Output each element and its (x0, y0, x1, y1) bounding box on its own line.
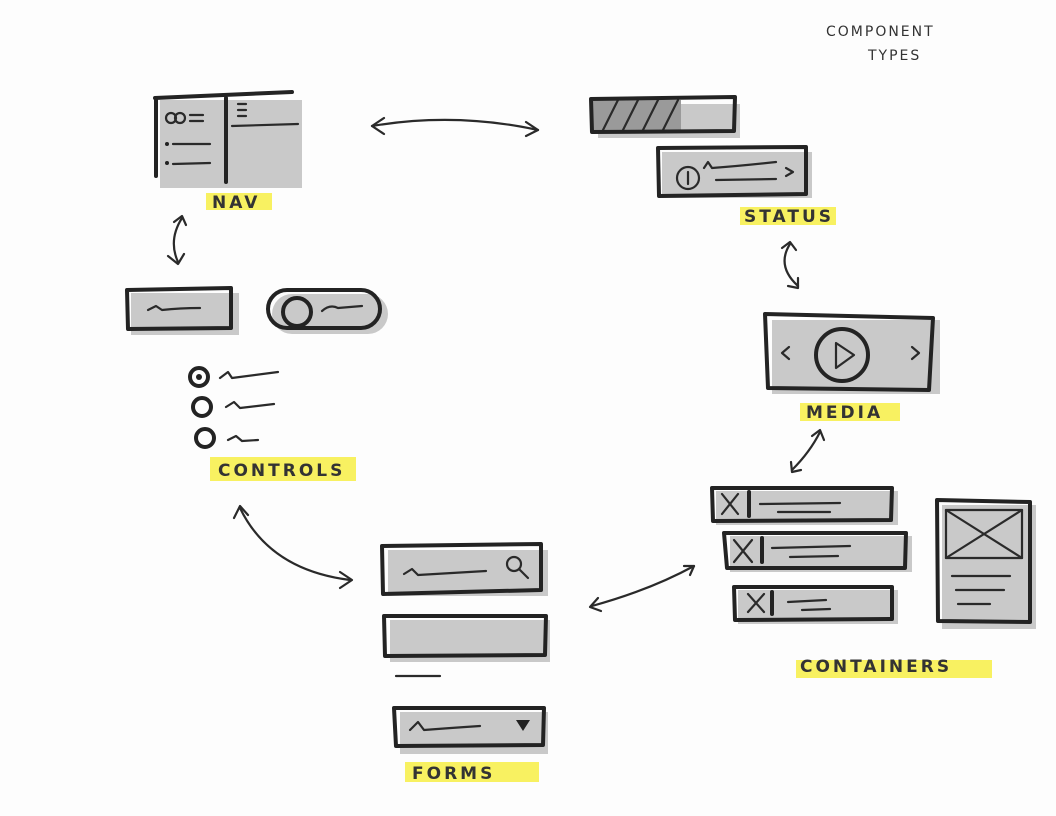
radio-list-sketch (188, 366, 280, 449)
title-line-1: COMPONENT (826, 24, 935, 40)
controls-label: CONTROLS (218, 461, 345, 481)
search-field-sketch (380, 542, 543, 596)
button-sketch (125, 286, 233, 331)
dropdown-sketch (392, 706, 546, 748)
card-sketch (935, 498, 1032, 624)
arrow-status-media (780, 240, 800, 290)
title-line-2: TYPES (867, 48, 921, 64)
status-highlight (740, 207, 836, 225)
controls-highlight (210, 457, 356, 481)
nav-group: NAV (153, 90, 302, 213)
list-row-3-sketch (732, 585, 894, 622)
arrow-controls-forms (232, 504, 354, 590)
arrow-nav-status (370, 116, 540, 138)
forms-label: FORMS (412, 764, 495, 784)
controls-group: CONTROLS (125, 286, 388, 481)
containers-highlight (796, 660, 992, 678)
forms-highlight (405, 762, 539, 782)
text-field-sketch (382, 614, 548, 678)
media-highlight (800, 403, 900, 421)
forms-group: FORMS (380, 542, 550, 784)
media-player-sketch (763, 312, 935, 392)
status-group: STATUS (589, 95, 836, 227)
card-shadow (942, 505, 1036, 629)
nav-sketch (153, 90, 300, 184)
arrow-forms-containers (588, 564, 696, 613)
media-group: MEDIA (763, 312, 940, 423)
toggle-sketch (266, 288, 382, 330)
list-row-1-sketch (710, 486, 894, 523)
status-label: STATUS (744, 207, 834, 227)
nav-label: NAV (212, 193, 260, 213)
progress-bar-sketch (589, 95, 737, 134)
nav-highlight (206, 193, 272, 210)
arrow-nav-controls (166, 214, 188, 266)
connector-arrows (166, 116, 826, 613)
media-label: MEDIA (806, 403, 883, 423)
containers-label: CONTAINERS (800, 657, 952, 677)
containers-group: CONTAINERS (710, 486, 1036, 678)
diagram-title: COMPONENT TYPES (826, 24, 935, 64)
notification-sketch (656, 145, 808, 198)
arrow-media-containers (789, 428, 826, 474)
list-row-2-sketch (722, 531, 908, 570)
